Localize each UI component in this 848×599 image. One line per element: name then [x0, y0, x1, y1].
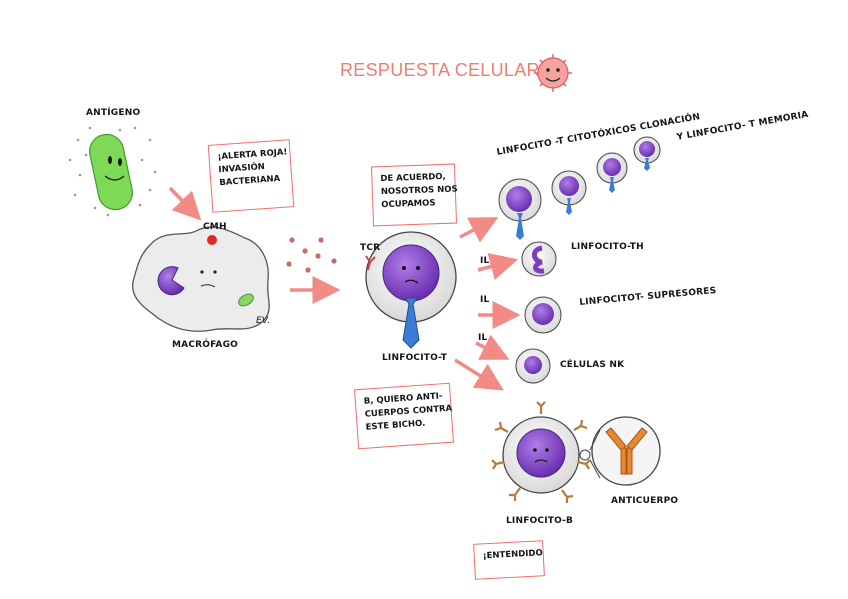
cytotoxic-clones [498, 136, 661, 240]
antibody-icon [579, 416, 661, 486]
note-acuerdo-line-3: OCUPAMOS [381, 198, 436, 211]
arrow-to-th [477, 252, 519, 281]
virus-icon [534, 54, 572, 92]
t-lymphocyte-cell [365, 231, 457, 349]
label-linfocito-t: LINFOCITO-T [382, 353, 448, 363]
nk-cell [515, 348, 551, 384]
arrow-to-nk [475, 334, 510, 360]
antigen-fragments [286, 237, 337, 273]
arrow-to-b [454, 358, 504, 391]
label-linfocito-b: LINFOCITO-B [506, 516, 574, 526]
label-antigeno: ANTÍGENO [86, 108, 141, 118]
suppressor-cell [524, 296, 562, 334]
label-il-2: IL [480, 295, 490, 305]
label-macrofago: MACRÓFAGO [172, 340, 239, 350]
label-il-1: IL [480, 256, 490, 266]
arrow-antigen-to-macrophage [168, 186, 202, 221]
label-cmh: CMH [203, 222, 227, 232]
label-anticuerpo: ANTICUERPO [611, 496, 679, 506]
label-tcr: TCR [360, 243, 381, 253]
th-cell [521, 241, 557, 277]
label-th: LINFOCITO-TH [571, 242, 644, 252]
cmh-marker [207, 235, 217, 245]
flow-arrows [168, 186, 521, 391]
macrophage-cell [132, 226, 270, 332]
note-entendido-line-1: ¡ENTENDIDO [482, 548, 543, 562]
b-lymphocyte-cell [491, 401, 591, 503]
tcr-receptor [365, 255, 376, 271]
label-il-3: IL [478, 333, 488, 343]
page-title: RESPUESTA CELULAR [340, 60, 540, 80]
note-acuerdo-line-2: NOSOTROS NOS [380, 184, 458, 198]
antigen-bacterium [68, 126, 157, 217]
signature: EV. [256, 316, 271, 326]
arrow-to-cytotoxic [459, 217, 499, 243]
label-nk: CÉLULAS NK [560, 360, 625, 370]
note-entendido: ¡ENTENDIDO [473, 540, 545, 580]
note-bicho: B, QUIERO ANTI- CUERPOS CONTRA ESTE BICH… [354, 382, 454, 450]
note-alerta: ¡ALERTA ROJA! INVASIÓN BACTERIANA [207, 139, 295, 213]
note-acuerdo: DE ACUERDO, NOSOTROS NOS OCUPAMOS [370, 163, 458, 227]
